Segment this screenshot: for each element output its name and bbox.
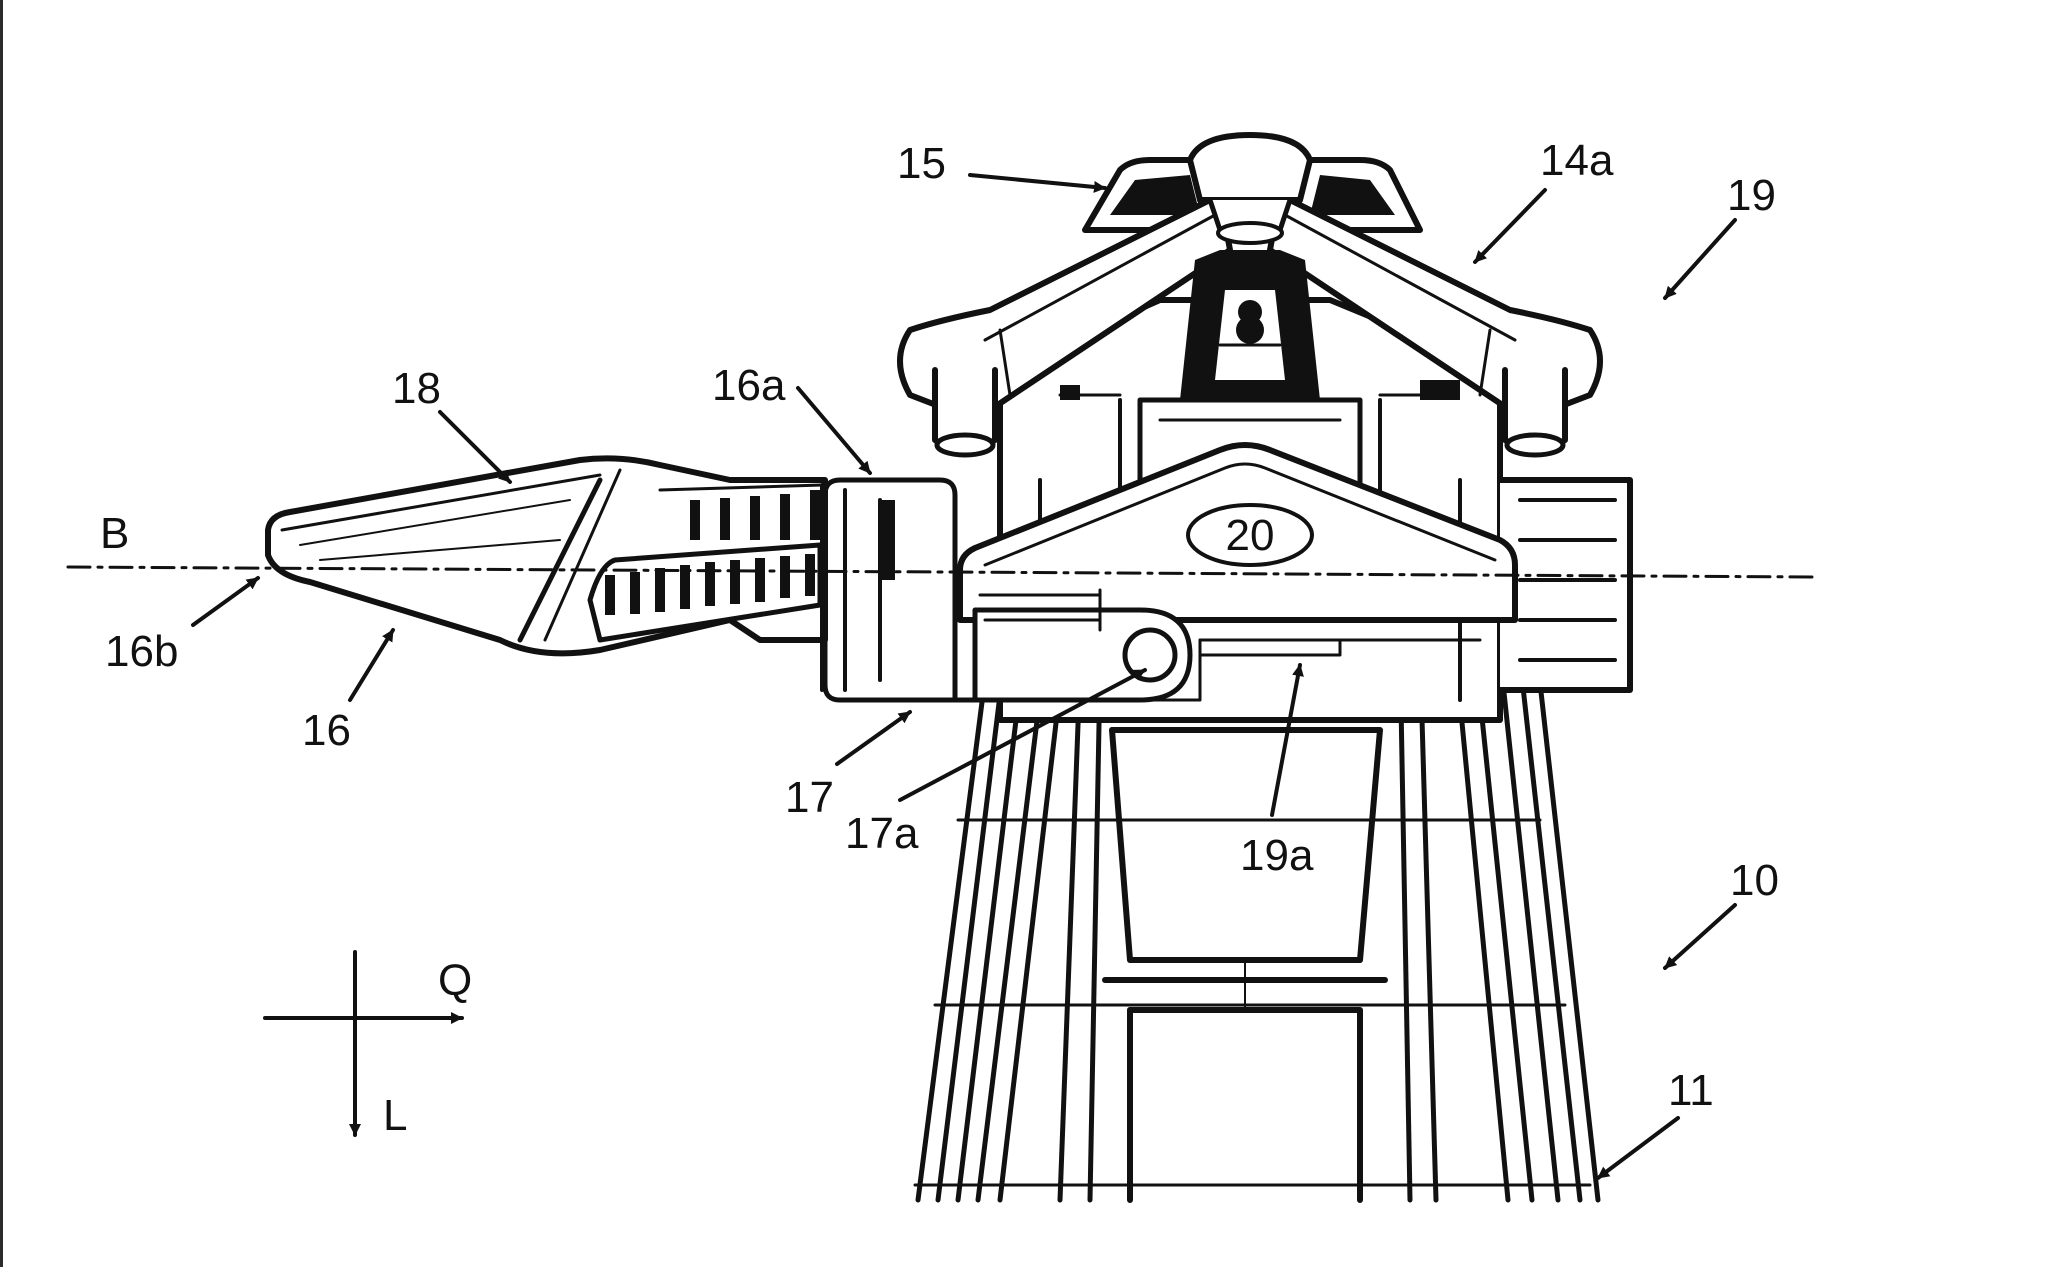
label-19a: 19a	[1240, 831, 1314, 880]
label-Q: Q	[438, 956, 472, 1005]
label-16b: 16b	[105, 627, 178, 676]
label-11: 11	[1668, 1066, 1714, 1115]
label-18: 18	[392, 364, 441, 413]
label-L: L	[383, 1091, 407, 1140]
label-10: 10	[1730, 856, 1779, 905]
direction-indicator	[265, 952, 462, 1135]
label-20: 20	[1226, 511, 1275, 560]
label-B: B	[100, 509, 129, 558]
label-17: 17	[785, 773, 834, 822]
mast-legs	[915, 640, 1598, 1200]
label-16: 16	[302, 706, 351, 755]
label-16a: 16a	[712, 361, 786, 410]
label-14a: 14a	[1540, 136, 1614, 185]
left-frame-edge	[0, 0, 3, 1267]
label-19: 19	[1727, 171, 1776, 220]
label-17a: 17a	[845, 809, 919, 858]
indicator-arm	[268, 458, 845, 690]
label-15: 15	[897, 139, 946, 188]
